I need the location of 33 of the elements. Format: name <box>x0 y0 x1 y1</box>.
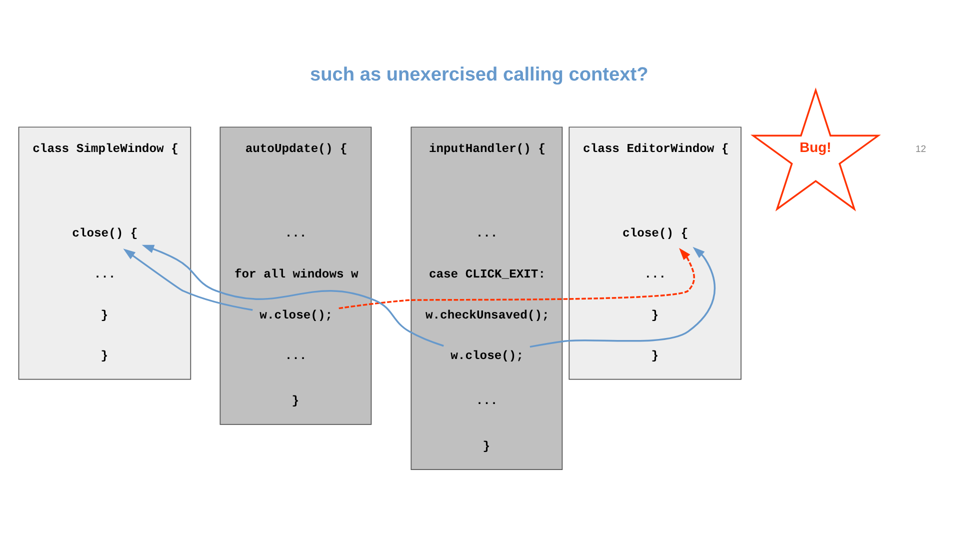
node-text: } <box>100 349 108 364</box>
diagram-title: such as unexercised calling context? <box>310 64 648 86</box>
node-text: } <box>100 308 108 322</box>
node-text: } <box>651 308 658 322</box>
node-text: w.close(); <box>450 349 524 364</box>
node-text: case CLICK_EXIT: <box>428 267 546 282</box>
cluster <box>568 126 742 380</box>
node-text: w.checkUnsaved(); <box>425 308 550 322</box>
node-text: autoUpdate() { <box>245 142 348 156</box>
arrow <box>142 244 444 347</box>
arrow <box>123 248 253 311</box>
node-text: ... <box>284 349 307 364</box>
node-text: ... <box>644 267 666 282</box>
node-text: ... <box>94 267 116 282</box>
cluster <box>18 126 192 380</box>
node-text: ... <box>284 226 307 241</box>
node-text: close() { <box>72 226 138 241</box>
cluster <box>410 126 563 470</box>
node-text: class SimpleWindow { <box>32 142 178 156</box>
node-text: for all windows w <box>234 267 358 282</box>
node-text: inputHandler() { <box>428 142 546 156</box>
node-text: ... <box>476 226 498 241</box>
node-text: } <box>651 349 658 364</box>
cluster <box>220 126 372 425</box>
node-text: close() { <box>622 226 688 241</box>
node-text: } <box>292 394 300 408</box>
node-text: class EditorWindow { <box>583 142 729 156</box>
arrow <box>530 246 716 348</box>
node-text: ... <box>476 394 498 408</box>
arrow <box>338 248 695 310</box>
node-text: w.close(); <box>260 308 333 322</box>
label: 12 <box>915 144 926 156</box>
node-text: } <box>482 439 490 454</box>
